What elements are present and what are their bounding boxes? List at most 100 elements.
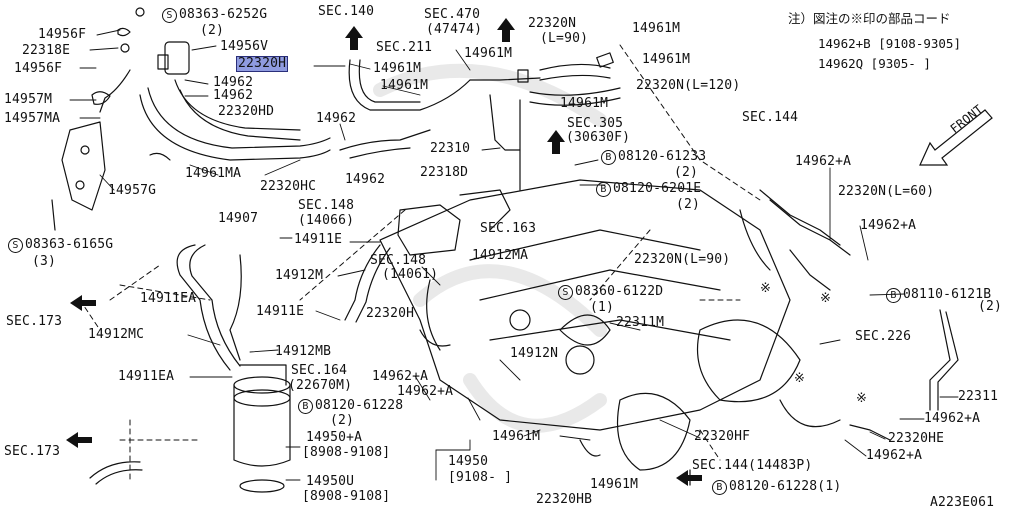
label-14950[interactable]: 14950 (448, 454, 489, 469)
label-14956v[interactable]: 14956V (220, 39, 269, 54)
label-14962a-m2[interactable]: 14962+A (397, 384, 454, 399)
label-22320hc[interactable]: 22320HC (260, 179, 317, 194)
canister (233, 364, 291, 493)
label-sec164[interactable]: SEC.164 (291, 363, 348, 378)
label-14911ea-a[interactable]: 14911EA (140, 291, 197, 306)
label-sec305-sub: (30630F) (566, 130, 631, 145)
label-14957ma[interactable]: 14957MA (4, 111, 61, 126)
arrow-sec470 (497, 18, 515, 42)
label-14961m-b[interactable]: 14961M (373, 61, 422, 76)
label-14961m-h[interactable]: 14961M (590, 477, 639, 492)
label-sec148-a-sub: (14066) (298, 213, 355, 228)
label-14961m-g[interactable]: 14961M (492, 429, 541, 444)
label-14962a-m1[interactable]: 14962+A (372, 369, 429, 384)
label-14911e-a[interactable]: 14911E (294, 232, 343, 247)
label-22320he[interactable]: 22320HE (888, 431, 945, 446)
label-14962a-top[interactable]: 14962+A (795, 154, 852, 169)
label-08120-61233-qty: (2) (674, 165, 699, 180)
label-sec173-b[interactable]: SEC.173 (4, 444, 61, 459)
label-sec173-a[interactable]: SEC.173 (6, 314, 63, 329)
label-14907[interactable]: 14907 (218, 211, 259, 226)
label-22311m[interactable]: 22311M (616, 315, 665, 330)
label-22311[interactable]: 22311 (958, 389, 999, 404)
label-sec144-b[interactable]: SEC.144(14483P) (692, 458, 813, 473)
label-14957m[interactable]: 14957M (4, 92, 53, 107)
label-14911ea-b[interactable]: 14911EA (118, 369, 175, 384)
label-22320h-mid[interactable]: 22320H (366, 306, 415, 321)
label-22320n-120[interactable]: 22320N(L=120) (636, 78, 741, 93)
label-14957g[interactable]: 14957G (108, 183, 157, 198)
hose-22320hd (139, 79, 331, 161)
label-14962a-r2[interactable]: 14962+A (924, 411, 981, 426)
label-14912ma[interactable]: 14912MA (472, 248, 529, 263)
label-sec148-b[interactable]: SEC.148 (370, 253, 427, 268)
label-14956f-b[interactable]: 14956F (14, 61, 63, 76)
asterisk-marker: ※ (820, 291, 832, 306)
label-14962-d[interactable]: 14962 (345, 172, 386, 187)
label-14962a-r[interactable]: 14962+A (860, 218, 917, 233)
diagram-id: A223E061 (930, 495, 995, 510)
engine-block (379, 179, 801, 471)
label-sec144-top[interactable]: SEC.144 (742, 110, 799, 125)
label-sec226[interactable]: SEC.226 (855, 329, 912, 344)
note-line-1: 14962+B [9108-9305] (818, 36, 961, 51)
label-22318d[interactable]: 22318D (420, 165, 469, 180)
hose-bottom (89, 439, 691, 486)
label-14950-date: [9108- ] (448, 470, 513, 485)
label-08363-6165g-qty: (3) (32, 254, 57, 269)
label-sec470[interactable]: SEC.470 (424, 7, 481, 22)
arrow-sec305 (547, 130, 565, 154)
label-14912mb[interactable]: 14912MB (275, 344, 332, 359)
label-14912mc[interactable]: 14912MC (88, 327, 145, 342)
label-14961m-f[interactable]: 14961M (560, 96, 609, 111)
label-14912n[interactable]: 14912N (510, 346, 559, 361)
label-22320n-60[interactable]: 22320N(L=60) (838, 184, 935, 199)
label-14950a[interactable]: 14950+A (306, 430, 363, 445)
label-sec211[interactable]: SEC.211 (376, 40, 433, 55)
label-22320hb[interactable]: 22320HB (536, 492, 593, 507)
label-sec148-a[interactable]: SEC.148 (298, 198, 355, 213)
label-08120-61228-qty: (2) (330, 413, 355, 428)
label-14962-c[interactable]: 14962 (316, 111, 357, 126)
label-22310[interactable]: 22310 (430, 141, 471, 156)
label-14961m-a[interactable]: 14961M (464, 46, 513, 61)
label-22320n-90-top[interactable]: 22320N (528, 16, 577, 31)
label-14950u[interactable]: 14950U (306, 474, 355, 489)
label-sec148-b-sub: (14061) (382, 267, 439, 282)
label-14962a-r3[interactable]: 14962+A (866, 448, 923, 463)
label-14962-b[interactable]: 14962 (213, 88, 254, 103)
label-14961m-e[interactable]: 14961M (642, 52, 691, 67)
hose-center-top (339, 59, 541, 191)
label-22320h-selected[interactable]: 22320H (236, 56, 289, 72)
asterisk-marker: ※ (794, 371, 806, 386)
label-14956f[interactable]: 14956F (38, 27, 87, 42)
label-14961m-c[interactable]: 14961M (380, 78, 429, 93)
label-sec163[interactable]: SEC.163 (480, 221, 537, 236)
label-14961ma[interactable]: 14961MA (185, 166, 242, 181)
intake-box (397, 189, 511, 256)
label-22320hf[interactable]: 22320HF (694, 429, 751, 444)
label-sec305[interactable]: SEC.305 (567, 116, 624, 131)
b-symbol-icon: B (712, 480, 727, 495)
arrow-sec144b (676, 470, 702, 486)
label-22318e[interactable]: 22318E (22, 43, 71, 58)
label-14912m[interactable]: 14912M (275, 268, 324, 283)
label-14911e-b[interactable]: 14911E (256, 304, 305, 319)
label-14962-a[interactable]: 14962 (213, 75, 254, 90)
label-08360-6122d-qty: (1) (590, 300, 615, 315)
label-22320n-90-mid[interactable]: 22320N(L=90) (634, 252, 731, 267)
label-14950u-date: [8908-9108] (302, 489, 391, 504)
label-sec140[interactable]: SEC.140 (318, 4, 375, 19)
label-22320hd[interactable]: 22320HD (218, 104, 275, 119)
label-14961m-d[interactable]: 14961M (632, 21, 681, 36)
label-08363-6252g-qty: (2) (200, 23, 225, 38)
